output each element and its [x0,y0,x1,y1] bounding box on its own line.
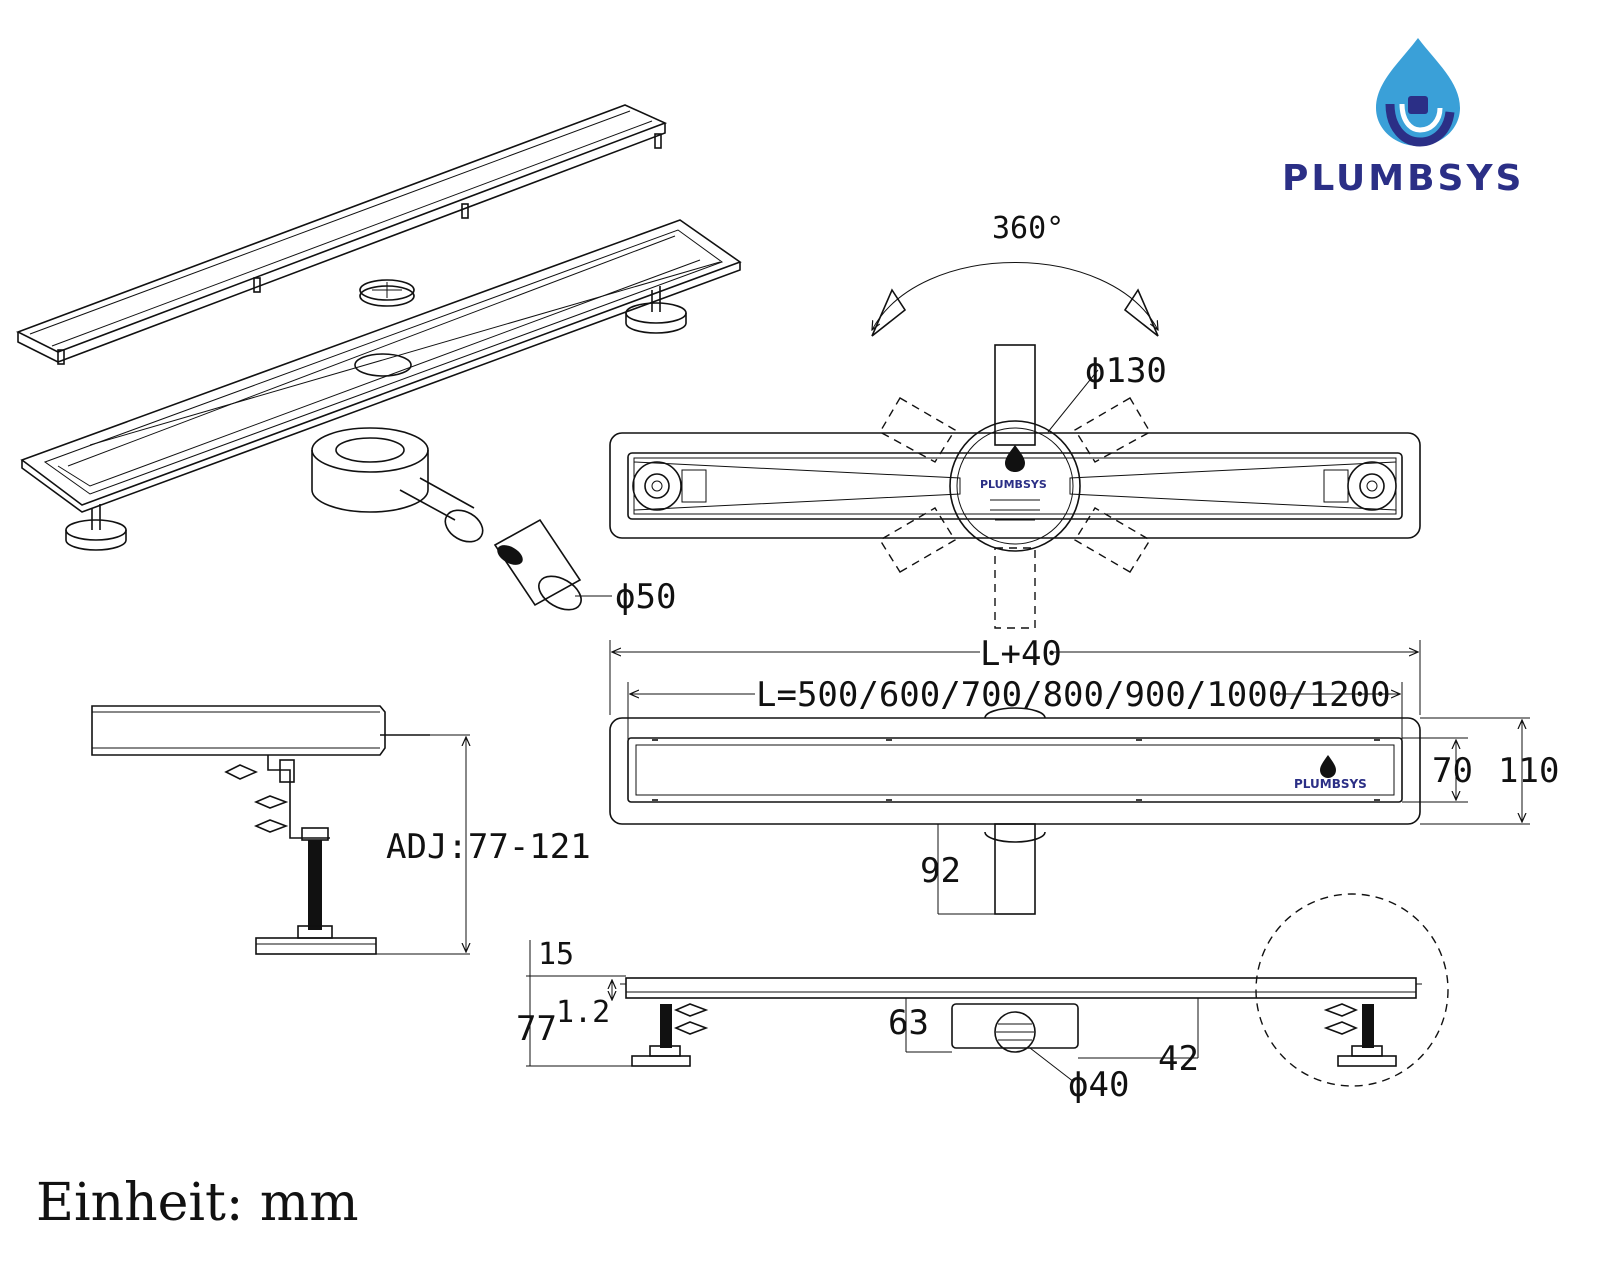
grate-drop-logo-icon [1320,755,1336,778]
outlet-offset-dim: 92 [920,851,961,891]
outlet-brand-label: PLUMBSYS [980,478,1047,491]
adjustable-height-dim: ADJ:77-121 [386,827,591,867]
isometric-exploded-view: ϕ50 [15,104,742,617]
pipe-outlet-dim: ϕ50 [615,577,676,617]
lengths-dim: L=500/600/700/800/900/1000/1200 [756,675,1391,715]
total-height-dim: 77 [516,1009,557,1049]
body-width-dim: 110 [1498,751,1559,791]
plumbsys-logo: PLUMBSYS [1282,38,1524,199]
brand-name: PLUMBSYS [1282,158,1524,199]
flange-height-dim: 15 [538,937,574,972]
outlet-height-dim: 42 [1158,1039,1199,1079]
grate-width-dim: 70 [1432,751,1473,791]
sheet-thickness-dim: 1.2 [556,995,610,1030]
rotation-dim: 360° [992,211,1064,246]
outlet-depth-dim: 63 [888,1003,929,1043]
section-view: 15 1.2 77 63 42 ϕ40 [516,893,1449,1105]
outlet-circle-dim: ϕ130 [1085,351,1167,391]
unit-label: Einheit: mm [36,1173,359,1233]
grate-brand-label: PLUMBSYS [1294,777,1367,791]
plan-view: L+40 L=500/600/700/800/900/1000/1200 PLU… [609,634,1559,915]
overall-length-dim: L+40 [980,634,1062,674]
outlet-small-dim: ϕ40 [1068,1065,1129,1105]
small-drop-logo-icon [1005,445,1025,472]
foot-side-view: ADJ:77-121 [91,705,591,955]
top-view-outlet: 360° PLUMBSYS ϕ130 [609,211,1421,629]
